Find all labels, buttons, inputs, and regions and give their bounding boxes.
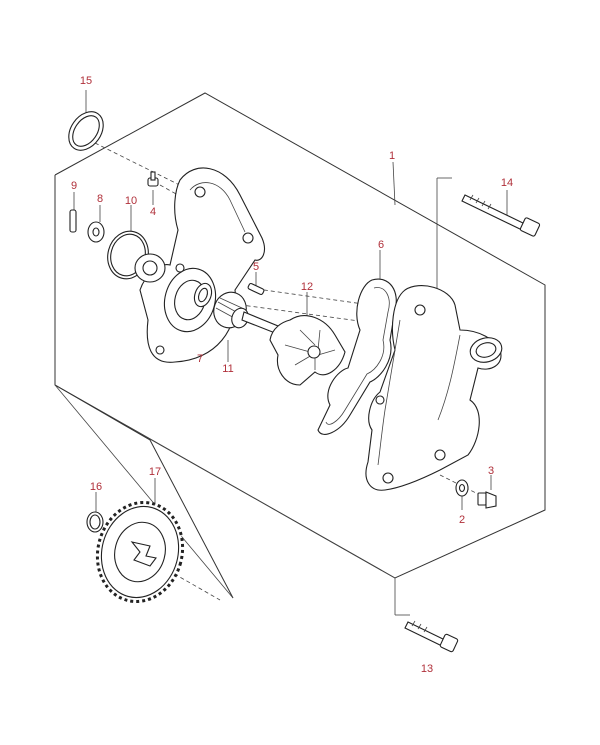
mechanical-seal-11	[213, 291, 249, 329]
label-10: 10	[125, 195, 137, 207]
sprocket-17	[95, 500, 185, 604]
dowel-pin-9	[69, 209, 77, 233]
label-14: 14	[501, 177, 513, 189]
pump-body	[134, 167, 265, 363]
label-3: 3	[488, 465, 494, 477]
label-1: 1	[389, 150, 395, 162]
label-8: 8	[97, 193, 103, 205]
label-9: 9	[71, 180, 77, 192]
label-7: 7	[197, 353, 203, 365]
label-5: 5	[253, 261, 259, 273]
washer-8	[87, 221, 105, 243]
label-17: 17	[149, 466, 161, 478]
pin-5	[247, 283, 265, 295]
label-12: 12	[301, 281, 313, 293]
label-15: 15	[80, 75, 92, 87]
circlip-16	[86, 511, 104, 533]
sprocket-frame	[54, 384, 234, 599]
part-labels: 1 2 3 4 5 6 7 8 9 10 11 12 13 14 15 16 1…	[71, 75, 513, 675]
o-ring-15	[68, 111, 104, 151]
label-6: 6	[378, 239, 384, 251]
bolt-4	[147, 171, 159, 187]
label-11: 11	[222, 363, 233, 375]
impeller-12	[269, 315, 346, 386]
label-13: 13	[421, 663, 433, 675]
label-16: 16	[90, 481, 102, 493]
seal-7	[193, 282, 213, 308]
bolt-14	[461, 194, 541, 237]
label-2: 2	[459, 514, 465, 526]
label-4: 4	[150, 206, 156, 218]
drain-bolt-3	[477, 491, 497, 509]
pump-cover	[365, 285, 503, 491]
washer-2	[455, 479, 469, 497]
bolt-13	[404, 620, 459, 653]
